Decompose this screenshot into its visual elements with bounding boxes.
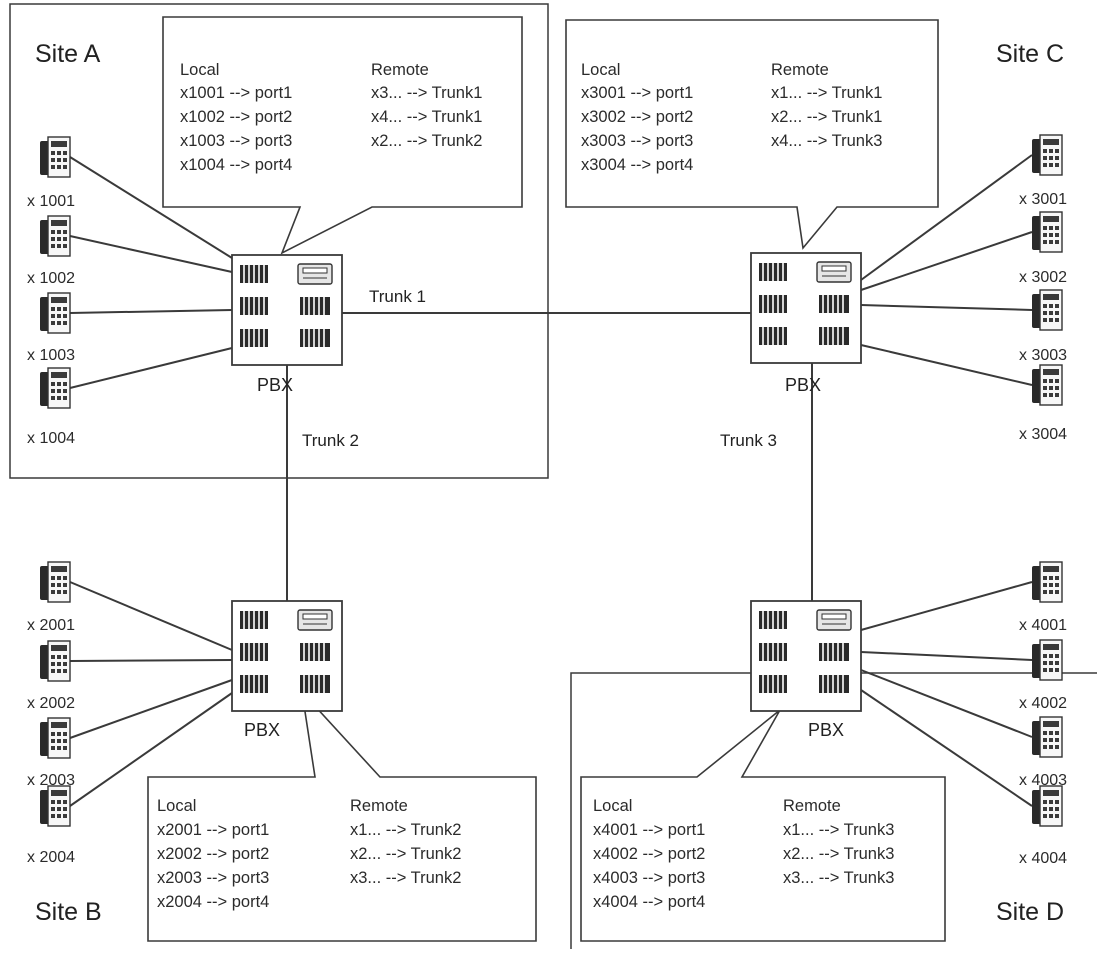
extension-label: x 2001 [27, 617, 75, 634]
local-entry: x1001 --> port1 [180, 84, 292, 102]
site-b-routing-table: Local x2001 --> port1 x2002 --> port2 x2… [157, 797, 461, 911]
local-header: Local [581, 61, 620, 79]
remote-entry: x1... --> Trunk1 [771, 84, 882, 102]
remote-entry: x2... --> Trunk3 [783, 845, 894, 863]
local-entry: x4004 --> port4 [593, 893, 705, 911]
local-entry: x1003 --> port3 [180, 132, 292, 150]
phone-icon [1031, 785, 1063, 827]
site-b-label: Site B [35, 898, 102, 926]
phone-icon [1031, 561, 1063, 603]
remote-header: Remote [371, 61, 429, 79]
extension-label: x 3004 [1019, 426, 1067, 443]
extension-label: x 4001 [1019, 617, 1067, 634]
local-header: Local [180, 61, 219, 79]
local-header: Local [593, 797, 632, 815]
site-a-label: Site A [35, 40, 101, 68]
local-header: Local [157, 797, 196, 815]
trunk-2-label: Trunk 2 [302, 431, 359, 450]
trunk-3-label: Trunk 3 [720, 431, 777, 450]
remote-entry: x4... --> Trunk1 [371, 108, 482, 126]
phone-icon [39, 292, 71, 334]
local-entry: x1002 --> port2 [180, 108, 292, 126]
phone-icon [39, 717, 71, 759]
local-entry: x4003 --> port3 [593, 869, 705, 887]
trunk-1-label: Trunk 1 [369, 287, 426, 306]
local-entry: x3001 --> port1 [581, 84, 693, 102]
site-a-routing-table: Local x1001 --> port1 x1002 --> port2 x1… [180, 61, 482, 174]
remote-entry: x3... --> Trunk2 [350, 869, 461, 887]
extension-label: x 3001 [1019, 191, 1067, 208]
local-entry: x2003 --> port3 [157, 869, 269, 887]
remote-header: Remote [771, 61, 829, 79]
local-entry: x4002 --> port2 [593, 845, 705, 863]
site-b-pbx-label: PBX [244, 720, 280, 740]
remote-entry: x3... --> Trunk3 [783, 869, 894, 887]
local-entry: x4001 --> port1 [593, 821, 705, 839]
extension-label: x 4003 [1019, 772, 1067, 789]
site-a-routing-callout [162, 16, 523, 255]
extension-label: x 1001 [27, 193, 75, 210]
site-c-routing-table: Local x3001 --> port1 x3002 --> port2 x3… [581, 61, 882, 174]
remote-entry: x4... --> Trunk3 [771, 132, 882, 150]
remote-entry: x2... --> Trunk2 [371, 132, 482, 150]
site-b-routing-callout [147, 689, 537, 942]
extension-label: x 3003 [1019, 347, 1067, 364]
remote-entry: x2... --> Trunk2 [350, 845, 461, 863]
site-a-pbx-label: PBX [257, 375, 293, 395]
phone-icon [1031, 364, 1063, 406]
remote-entry: x3... --> Trunk1 [371, 84, 482, 102]
site-a-pbx-icon [231, 254, 343, 366]
remote-header: Remote [350, 797, 408, 815]
site-d-boundary [570, 672, 1097, 949]
remote-entry: x2... --> Trunk1 [771, 108, 882, 126]
extension-label: x 2003 [27, 772, 75, 789]
phone-icon [1031, 289, 1063, 331]
local-entry: x2001 --> port1 [157, 821, 269, 839]
site-a-boundary [9, 3, 549, 479]
phone-icon [39, 785, 71, 827]
extension-label: x 2002 [27, 695, 75, 712]
phone-icon [39, 561, 71, 603]
local-entry: x3004 --> port4 [581, 156, 693, 174]
remote-entry: x1... --> Trunk2 [350, 821, 461, 839]
phone-icon [1031, 639, 1063, 681]
extension-label: x 4004 [1019, 850, 1067, 867]
site-d-pbx-label: PBX [808, 720, 844, 740]
site-d-routing-callout [580, 709, 946, 942]
extension-label: x 1003 [27, 347, 75, 364]
phone-icon [1031, 134, 1063, 176]
local-entry: x1004 --> port4 [180, 156, 292, 174]
extension-label: x 3002 [1019, 269, 1067, 286]
site-c-routing-callout [565, 19, 939, 250]
extension-label: x 1004 [27, 430, 75, 447]
phone-icon [39, 136, 71, 178]
local-entry: x2004 --> port4 [157, 893, 269, 911]
phone-icon [1031, 211, 1063, 253]
extension-label: x 2004 [27, 849, 75, 866]
site-c-pbx-icon [750, 252, 862, 364]
site-d-phone-lines [860, 581, 1033, 807]
phone-icon [39, 640, 71, 682]
site-c-label: Site C [996, 40, 1064, 68]
site-b-phone-lines [69, 581, 233, 807]
extension-label: x 1002 [27, 270, 75, 287]
local-entry: x2002 --> port2 [157, 845, 269, 863]
local-entry: x3003 --> port3 [581, 132, 693, 150]
remote-header: Remote [783, 797, 841, 815]
remote-entry: x1... --> Trunk3 [783, 821, 894, 839]
site-b-pbx-icon [231, 600, 343, 712]
site-d-pbx-icon [750, 600, 862, 712]
local-entry: x3002 --> port2 [581, 108, 693, 126]
phone-icon [39, 215, 71, 257]
site-a-phone-lines [69, 156, 233, 389]
phone-icon [39, 367, 71, 409]
site-c-phone-lines [860, 154, 1033, 386]
site-c-pbx-label: PBX [785, 375, 821, 395]
phone-icon [1031, 716, 1063, 758]
site-d-routing-table: Local x4001 --> port1 x4002 --> port2 x4… [593, 797, 894, 911]
site-d-label: Site D [996, 898, 1064, 926]
extension-label: x 4002 [1019, 695, 1067, 712]
